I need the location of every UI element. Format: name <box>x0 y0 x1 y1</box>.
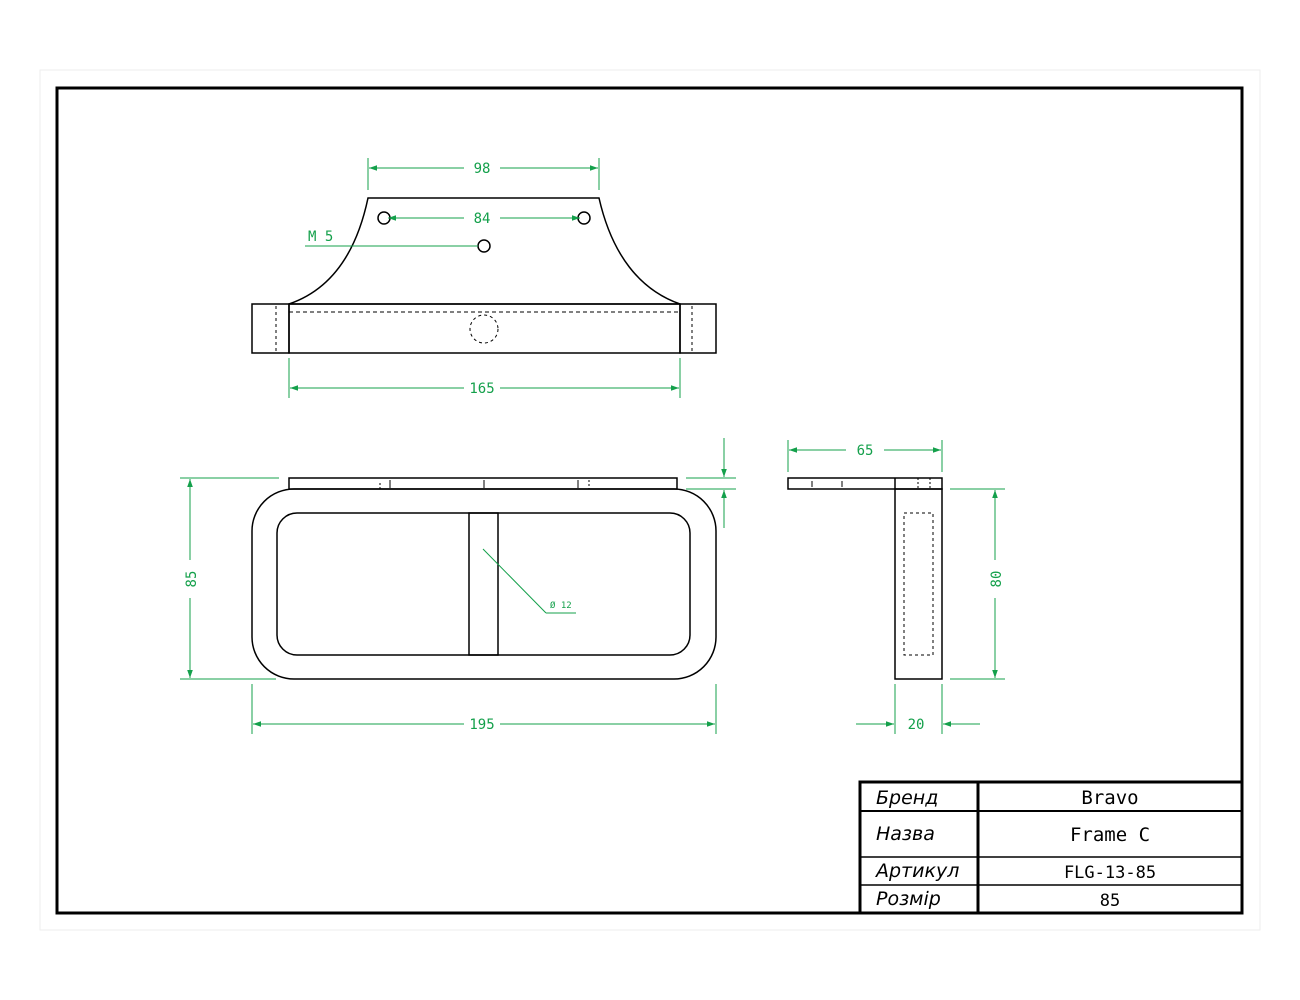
top-view-dimensions <box>288 158 681 398</box>
center-hole <box>477 239 491 253</box>
front-view-inner-frame <box>276 512 691 656</box>
dim-side-width: 65 <box>857 443 874 459</box>
title-block-value-article: FLG-13-85 <box>1064 863 1156 883</box>
title-block-label-name: Назва <box>876 823 935 845</box>
side-view-dimensions <box>787 440 1005 734</box>
dim-height-80: 80 <box>989 571 1005 588</box>
side-view-body <box>894 488 943 680</box>
paper-edge <box>39 69 1261 931</box>
front-view-top-plate <box>288 477 678 490</box>
title-block-label-size: Розмір <box>876 888 941 910</box>
hidden-hole <box>469 314 499 344</box>
dim-bottom-width: 165 <box>469 381 494 397</box>
drawing-frame <box>55 86 1244 915</box>
title-block-label-brand: Бренд <box>876 787 938 809</box>
title-block-value-size: 85 <box>1100 891 1120 911</box>
side-view-top-plate <box>787 477 943 490</box>
front-view <box>251 477 717 680</box>
front-view-center-bar <box>468 512 499 656</box>
top-view-bar <box>288 303 681 354</box>
dim-thread: M 5 <box>308 229 333 245</box>
top-view <box>251 197 717 354</box>
front-view-outer-frame <box>251 488 717 680</box>
top-view-right-end <box>679 303 717 354</box>
side-view-hidden-slot <box>903 512 934 656</box>
dim-height-85: 85 <box>184 571 200 588</box>
dim-top-width: 98 <box>474 161 491 177</box>
dim-hole-spacing: 84 <box>474 211 491 227</box>
top-view-left-end <box>251 303 290 354</box>
dim-thickness: 20 <box>908 717 925 733</box>
dim-overall-width: 195 <box>469 717 494 733</box>
title-block-label-article: Артикул <box>874 860 959 882</box>
front-view-dimensions <box>180 438 736 734</box>
title-block-value-brand: Bravo <box>1081 787 1138 809</box>
title-block <box>858 780 1244 915</box>
dim-diameter: Ø 12 <box>550 600 572 611</box>
title-block-value-name: Frame C <box>1070 824 1150 846</box>
side-view <box>787 477 943 680</box>
